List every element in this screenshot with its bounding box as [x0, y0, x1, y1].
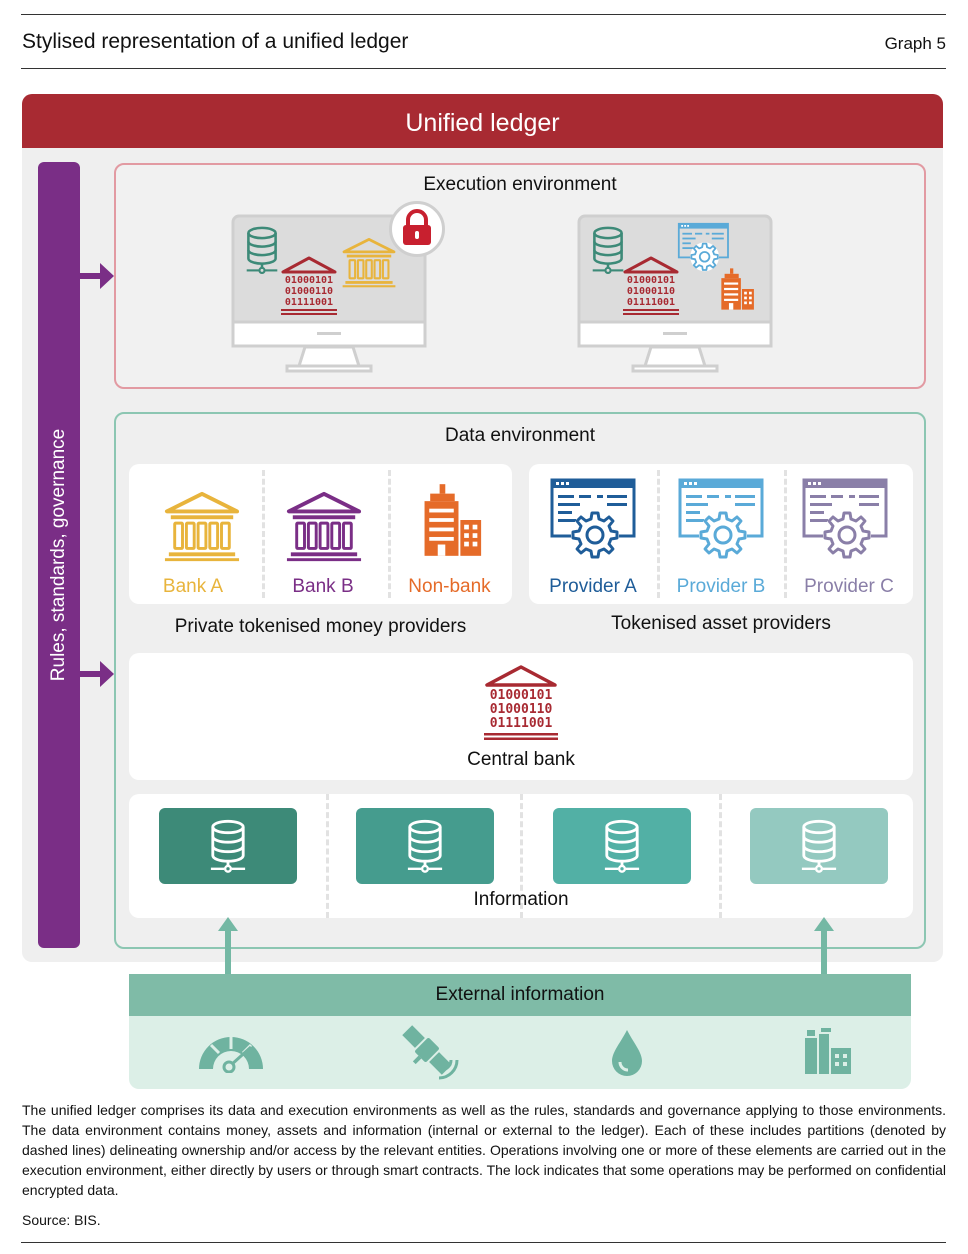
money-providers-panel: Bank A Bank B Non-bank	[129, 464, 512, 604]
partition-divider	[719, 794, 722, 918]
provider-c-label: Provider C	[804, 576, 894, 597]
database-icon	[209, 818, 247, 874]
graph-number: Graph 5	[884, 34, 946, 53]
provider-b-label: Provider B	[676, 576, 766, 597]
binary-base-icon	[623, 309, 679, 315]
partition-divider	[326, 794, 329, 918]
non-bank-label: Non-bank	[408, 576, 491, 597]
rules-bar-label: Rules, standards, governance	[48, 428, 69, 682]
information-partition-1	[159, 808, 297, 884]
partition-divider	[388, 470, 391, 598]
arrow-to-execution-stem	[80, 273, 102, 279]
figure-source: Source: BIS.	[22, 1212, 101, 1228]
information-label: Information	[473, 889, 569, 910]
binary-line: 01000101	[626, 275, 676, 286]
central-bank-binary-code: 01000101 01000110 01111001	[479, 689, 563, 731]
external-information-header: External information	[129, 974, 911, 1016]
provider-a-label: Provider A	[549, 576, 637, 597]
database-icon	[591, 226, 625, 274]
provider-cell-provider-c: Provider C	[785, 464, 913, 604]
arrow-to-data-icon	[100, 661, 114, 687]
binary-code: 01000101 01000110 01111001	[623, 275, 679, 308]
partition-divider	[657, 470, 660, 598]
partition-divider	[262, 470, 265, 598]
central-bank-roof-icon	[281, 256, 337, 274]
lock-icon	[403, 209, 431, 245]
database-icon	[800, 818, 838, 874]
provider-cell-bank-a: Bank A	[129, 464, 257, 604]
partition-divider	[520, 794, 523, 918]
satellite-icon	[402, 1025, 459, 1080]
binary-line: 01000101	[489, 688, 553, 703]
figure-title: Stylised representation of a unified led…	[22, 30, 409, 53]
central-bank-roof-icon	[623, 256, 679, 274]
information-partition-4	[750, 808, 888, 884]
provider-cell-provider-a: Provider A	[529, 464, 657, 604]
monitor-right: 01000101 01000110 01111001	[577, 214, 773, 374]
bank-icon	[163, 491, 241, 563]
bottom-rule	[21, 1242, 946, 1243]
arrow-to-execution-icon	[100, 263, 114, 289]
provider-cell-bank-b: Bank B	[259, 464, 387, 604]
execution-environment-box: Execution environment 01000101 01000110 …	[114, 163, 926, 389]
provider-cell-non-bank: Non-bank	[387, 464, 512, 604]
binary-line: 01000110	[626, 286, 676, 297]
external-arrow-left-stem	[225, 930, 231, 974]
unified-ledger-header: Unified ledger	[22, 94, 943, 148]
data-environment-title: Data environment	[445, 425, 595, 446]
figure-note: The unified ledger comprises its data an…	[22, 1102, 946, 1198]
central-bank-panel: 01000101 01000110 01111001 Central bank	[129, 653, 913, 780]
central-bank-label: Central bank	[467, 749, 575, 770]
bank-icon	[285, 491, 363, 563]
money-providers-caption: Private tokenised money providers	[174, 616, 467, 637]
binary-line: 01111001	[284, 297, 334, 308]
asset-providers-caption: Tokenised asset providers	[611, 613, 831, 634]
external-information-icons	[129, 1016, 911, 1089]
partition-divider	[784, 470, 787, 598]
binary-line: 01000101	[284, 275, 334, 286]
bank-b-label: Bank B	[292, 576, 354, 597]
information-partition-2	[356, 808, 494, 884]
binary-line: 01111001	[489, 716, 553, 731]
provider-cell-provider-b: Provider B	[657, 464, 785, 604]
external-arrow-left-icon	[218, 917, 238, 931]
arrow-to-data-stem	[80, 671, 102, 677]
unified-ledger-frame: Unified ledger Rules, standards, governa…	[22, 94, 943, 962]
smart-contract-icon	[801, 477, 891, 567]
binary-line: 01000110	[284, 286, 334, 297]
rules-standards-governance-bar: Rules, standards, governance	[38, 162, 80, 948]
buildings-icon	[417, 480, 483, 560]
binary-base-icon	[281, 309, 337, 315]
external-arrow-right-stem	[821, 930, 827, 974]
binary-base-icon	[484, 733, 558, 740]
execution-environment-title: Execution environment	[423, 174, 617, 195]
information-panel: Information	[129, 794, 913, 918]
lock-badge	[389, 201, 445, 257]
database-icon	[603, 818, 641, 874]
water-drop-icon	[612, 1030, 642, 1076]
binary-line: 01000110	[489, 702, 553, 717]
gauge-icon	[199, 1037, 263, 1073]
database-icon	[245, 226, 279, 274]
bank-a-label: Bank A	[162, 576, 224, 597]
external-arrow-right-icon	[814, 917, 834, 931]
smart-contract-icon	[677, 477, 767, 567]
binary-code: 01000101 01000110 01111001	[281, 275, 337, 308]
monitor-left: 01000101 01000110 01111001	[231, 201, 445, 374]
factory-icon	[805, 1028, 851, 1074]
asset-providers-panel: Provider A Provider B Provider C	[529, 464, 913, 604]
data-environment-box: Data environment Bank A Bank B Non-bank …	[114, 412, 926, 949]
top-rule	[21, 14, 946, 15]
buildings-icon	[717, 266, 755, 312]
title-rule	[21, 68, 946, 69]
binary-line: 01111001	[626, 297, 676, 308]
information-partition-3	[553, 808, 691, 884]
database-icon	[406, 818, 444, 874]
central-bank-roof-icon	[485, 665, 557, 687]
bank-icon	[341, 238, 397, 288]
smart-contract-icon	[549, 477, 639, 567]
